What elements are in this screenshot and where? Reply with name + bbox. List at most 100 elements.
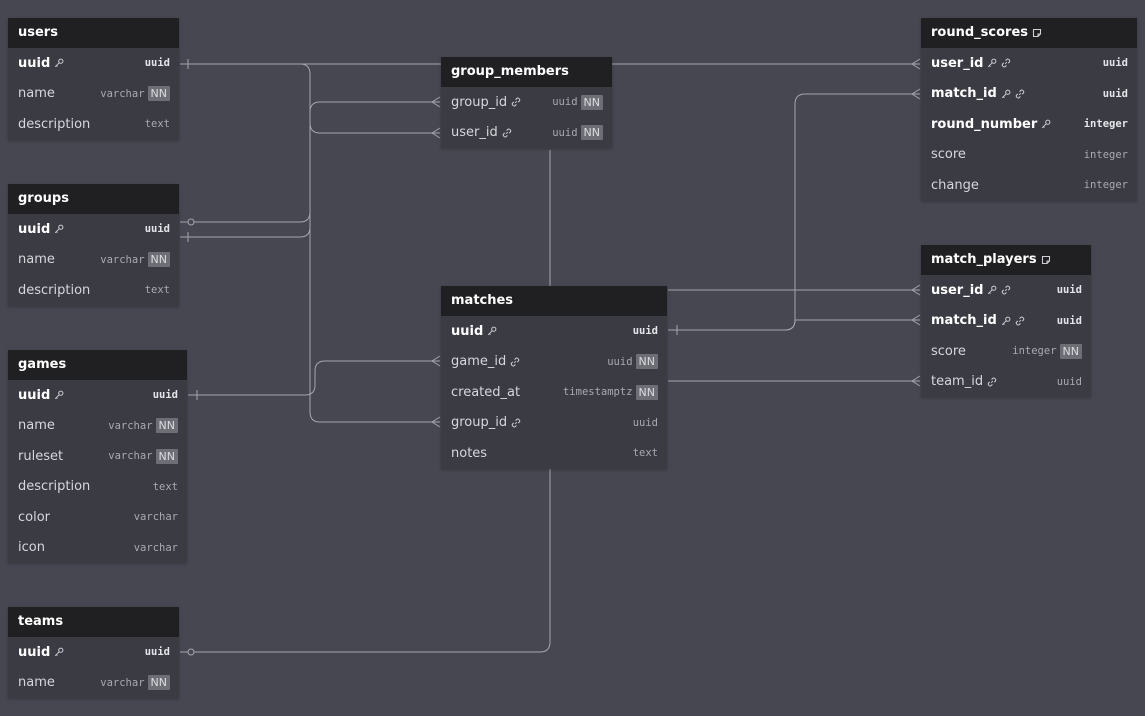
table-title: games bbox=[18, 357, 67, 372]
edge-matches-round-scores bbox=[784, 93, 920, 331]
table-header: games bbox=[8, 350, 187, 380]
note-icon[interactable] bbox=[1041, 255, 1051, 265]
table-title: round_scores bbox=[931, 25, 1028, 40]
column-type: uuid bbox=[1102, 57, 1128, 70]
table-title: teams bbox=[18, 614, 64, 629]
column-row[interactable]: uuid uuid bbox=[8, 48, 179, 79]
column-row[interactable]: user_id uuid bbox=[921, 275, 1091, 306]
column-row[interactable]: match_id uuid bbox=[921, 79, 1137, 110]
column-row[interactable]: match_id uuid bbox=[921, 306, 1091, 337]
column-row[interactable]: uuid uuid bbox=[8, 380, 187, 411]
column-row[interactable]: uuid uuid bbox=[441, 316, 667, 347]
column-name: uuid bbox=[451, 323, 484, 339]
link-icon bbox=[1015, 316, 1025, 326]
table-title: matches bbox=[451, 293, 514, 308]
column-row[interactable]: user_id uuid bbox=[921, 48, 1137, 79]
column-name: user_id bbox=[451, 125, 498, 141]
column-name: game_id bbox=[451, 354, 507, 370]
column-type: varchar bbox=[133, 511, 178, 524]
column-type: varchar bbox=[100, 676, 145, 689]
edge-teams-match-players bbox=[180, 468, 551, 653]
column-name: notes bbox=[451, 445, 488, 461]
key-icon bbox=[987, 285, 997, 295]
table-header: group_members bbox=[441, 57, 612, 87]
table-round-scores[interactable]: round_scores user_id uuid match_id uuid … bbox=[921, 18, 1137, 201]
column-row[interactable]: uuid uuid bbox=[8, 637, 179, 668]
link-icon bbox=[1001, 285, 1011, 295]
column-name: name bbox=[18, 252, 55, 268]
not-null-badge: NN bbox=[147, 86, 170, 102]
column-row[interactable]: round_number integer bbox=[921, 109, 1137, 140]
column-row[interactable]: icon varchar bbox=[8, 533, 187, 564]
column-row[interactable]: description text bbox=[8, 472, 187, 503]
key-icon bbox=[54, 647, 64, 657]
link-icon bbox=[511, 97, 521, 107]
column-name: round_number bbox=[931, 116, 1038, 132]
column-name: icon bbox=[18, 540, 45, 556]
link-icon bbox=[1015, 89, 1025, 99]
column-name: user_id bbox=[931, 282, 984, 298]
column-name: uuid bbox=[18, 55, 51, 71]
column-name: name bbox=[18, 418, 55, 434]
column-type: text bbox=[144, 284, 170, 297]
column-type: varchar bbox=[108, 419, 153, 432]
column-type: uuid bbox=[152, 389, 178, 402]
column-row[interactable]: group_id uuid bbox=[441, 408, 667, 439]
column-type: uuid bbox=[607, 355, 633, 368]
table-title: group_members bbox=[451, 64, 569, 79]
column-name: uuid bbox=[18, 387, 51, 403]
not-null-badge: NN bbox=[155, 448, 178, 464]
column-row[interactable]: team_id uuid bbox=[921, 367, 1091, 398]
column-name: match_id bbox=[931, 86, 997, 102]
column-row[interactable]: notes text bbox=[441, 438, 667, 469]
column-name: match_id bbox=[931, 313, 997, 329]
column-name: uuid bbox=[18, 221, 51, 237]
link-icon bbox=[987, 377, 997, 387]
not-null-badge: NN bbox=[155, 418, 178, 434]
column-name: uuid bbox=[18, 644, 51, 660]
column-type: text bbox=[152, 480, 178, 493]
not-null-badge: NN bbox=[147, 252, 170, 268]
column-name: description bbox=[18, 479, 91, 495]
not-null-badge: NN bbox=[147, 675, 170, 691]
column-row[interactable]: score integer bbox=[921, 140, 1137, 171]
column-row[interactable]: description text bbox=[8, 275, 179, 306]
column-row[interactable]: color varchar bbox=[8, 502, 187, 533]
note-icon[interactable] bbox=[1032, 28, 1042, 38]
column-type: uuid bbox=[144, 57, 170, 70]
column-name: name bbox=[18, 86, 55, 102]
column-name: created_at bbox=[451, 384, 521, 400]
column-type: varchar bbox=[133, 541, 178, 554]
edge-games-matches bbox=[188, 360, 440, 396]
column-type: integer bbox=[1012, 345, 1057, 358]
table-header: groups bbox=[8, 184, 179, 214]
table-match-players[interactable]: match_players user_id uuid match_id uuid… bbox=[921, 245, 1091, 397]
column-row[interactable]: change integer bbox=[921, 170, 1137, 201]
column-type: varchar bbox=[100, 87, 145, 100]
table-header: matches bbox=[441, 286, 667, 316]
key-icon bbox=[54, 390, 64, 400]
column-name: ruleset bbox=[18, 448, 64, 464]
edge-groups-group-members bbox=[180, 101, 440, 223]
column-row[interactable]: uuid uuid bbox=[8, 214, 179, 245]
column-name: score bbox=[931, 343, 966, 359]
not-null-badge: NN bbox=[635, 354, 658, 370]
column-name: team_id bbox=[931, 374, 984, 390]
column-row[interactable]: description text bbox=[8, 109, 179, 140]
